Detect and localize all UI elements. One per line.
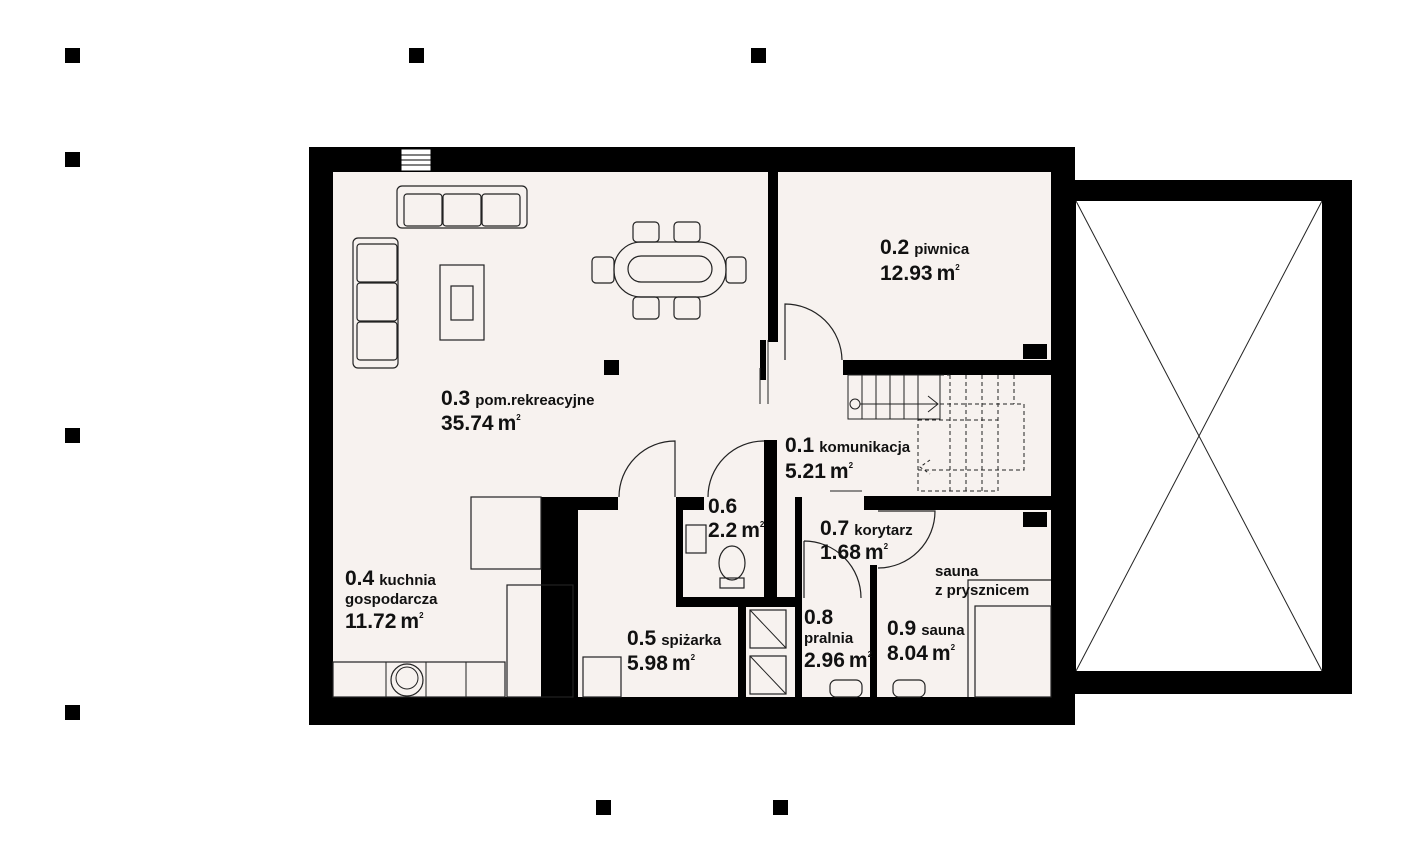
stairs (847, 374, 1025, 492)
svg-text:gospodarcza: gospodarcza (345, 591, 438, 608)
fixtures (685, 524, 1052, 698)
sofa-top (396, 185, 528, 229)
window-vent (400, 148, 432, 172)
svg-text:z prysznicem: z prysznicem (935, 582, 1029, 599)
svg-text:0.8: 0.8 (804, 606, 834, 629)
svg-text:0.6: 0.6 (708, 495, 737, 518)
svg-text:pralnia: pralnia (804, 630, 854, 647)
svg-text:sauna: sauna (935, 563, 979, 580)
sofa-left (352, 237, 399, 369)
floor-area (333, 172, 1051, 697)
doors (618, 303, 936, 599)
interior-walls (541, 172, 1051, 697)
kitchen-cabinets (332, 496, 622, 698)
coffee-table (439, 264, 485, 341)
axis-markers (65, 48, 788, 815)
dining-table (591, 221, 747, 320)
sauna-shower-label: sauna z prysznicem (935, 563, 1029, 599)
svg-text:2.2m2: 2.2m2 (708, 519, 765, 542)
terrace-structure (1075, 180, 1352, 694)
